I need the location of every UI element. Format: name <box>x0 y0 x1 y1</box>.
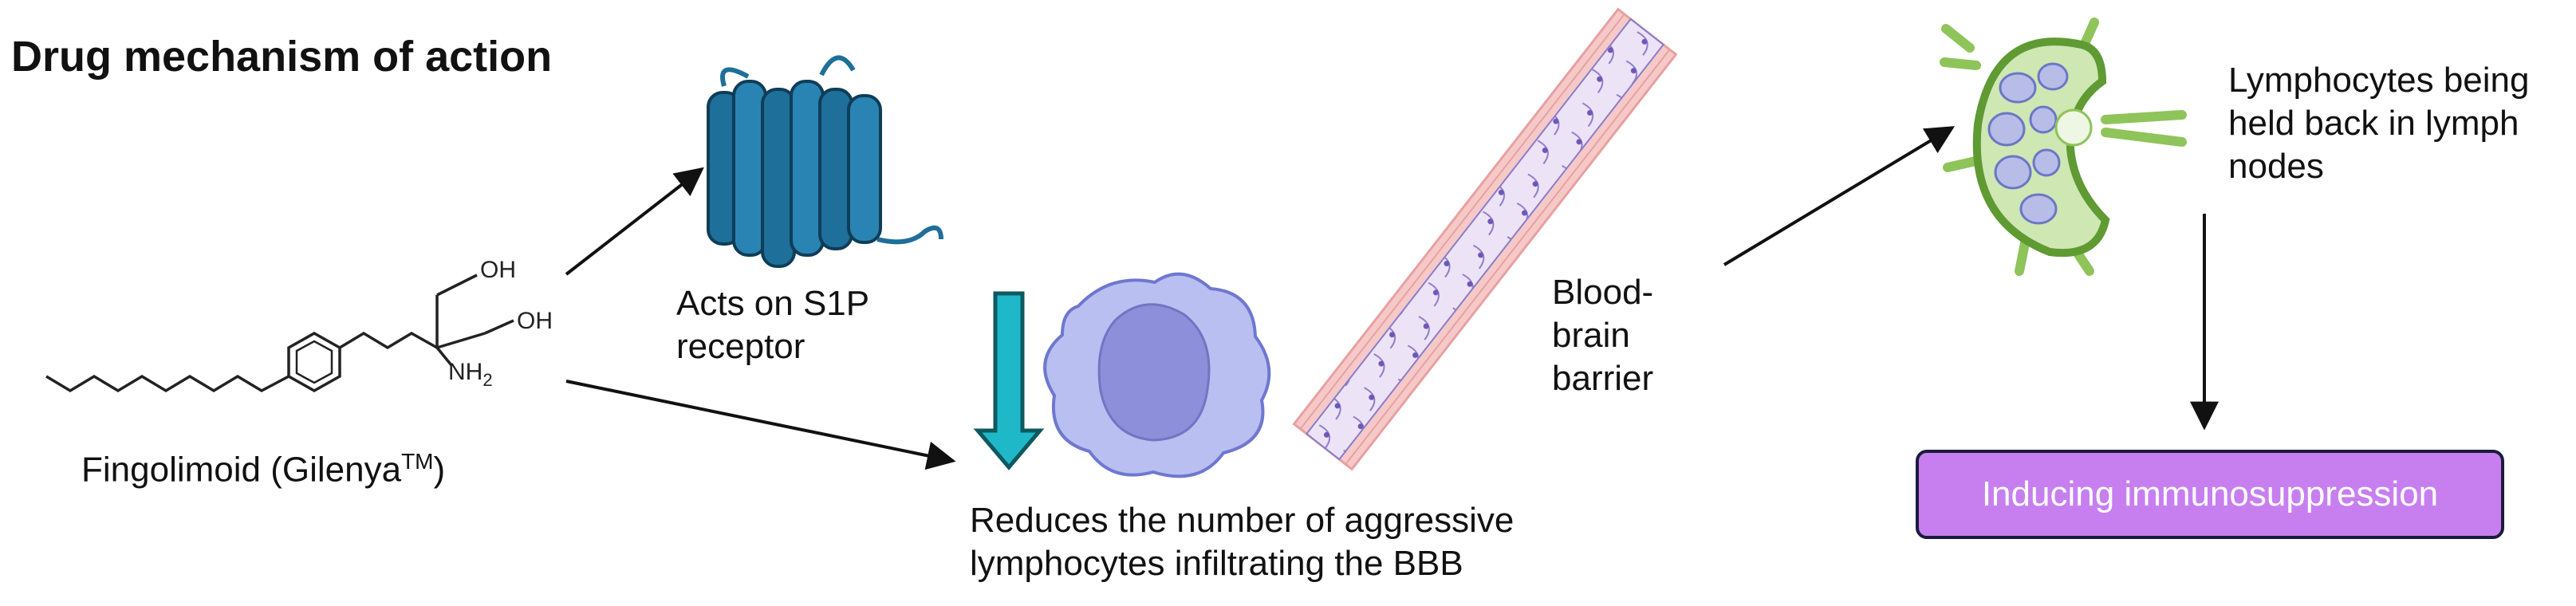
immunosuppression-result-box: Inducing immunosuppression <box>1916 450 2504 539</box>
receptor-label: Acts on S1P receptor <box>676 282 869 368</box>
lymph-node-icon <box>1940 18 2187 276</box>
molecule-nh-label: NH2 <box>448 359 493 390</box>
bbb-label: Blood- brain barrier <box>1552 271 1653 400</box>
fingolimod-structure-icon <box>45 273 514 393</box>
drug-name-label: Fingolimoid (GilenyaTM) <box>81 449 446 490</box>
receptor-label-line-2: receptor <box>676 327 805 366</box>
lymph-node-label-line-2: held back in lymph <box>2228 104 2519 143</box>
page-title: Drug mechanism of action <box>11 33 553 81</box>
arrow-to-lymph-node <box>1723 126 1956 266</box>
lymph-node-label: Lymphocytes being held back in lymph nod… <box>2228 59 2529 188</box>
arrow-to-reduction <box>565 380 956 470</box>
reduction-label-line-2: lymphocytes infiltrating the BBB <box>970 544 1463 583</box>
bbb-label-line-3: barrier <box>1552 359 1654 398</box>
bbb-label-line-1: Blood- <box>1552 273 1654 312</box>
lymph-node-label-line-3: nodes <box>2228 147 2324 186</box>
s1p-receptor-icon <box>707 55 943 268</box>
decrease-arrow-icon <box>973 291 1045 470</box>
bbb-label-line-2: brain <box>1552 316 1630 355</box>
lymph-node-label-line-1: Lymphocytes being <box>2228 61 2530 100</box>
reduction-label-line-1: Reduces the number of aggressive <box>970 501 1514 540</box>
lymphocyte-cell-icon <box>1043 272 1271 478</box>
blood-vessel-icon <box>1292 7 1678 471</box>
reduction-label: Reduces the number of aggressive lymphoc… <box>970 499 1514 585</box>
molecule-oh-label-1: OH <box>480 257 516 283</box>
molecule-oh-label-2: OH <box>517 308 553 334</box>
receptor-label-line-1: Acts on S1P <box>676 284 870 323</box>
arrow-to-receptor <box>565 167 704 276</box>
